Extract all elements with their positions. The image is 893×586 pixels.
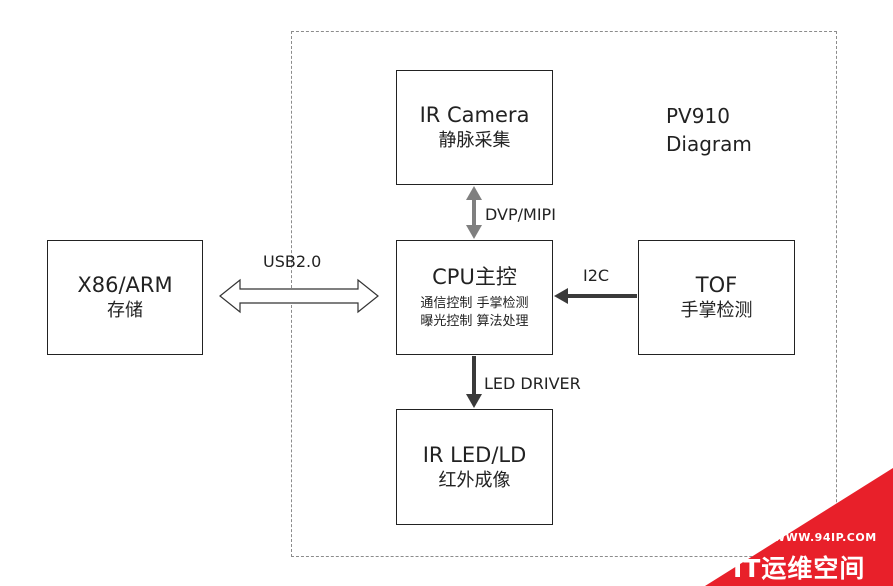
- node-host: X86/ARM 存储: [47, 240, 203, 355]
- node-subtitle: 存储: [107, 300, 143, 321]
- usb-double-arrow: [219, 278, 379, 314]
- node-ir-led: IR LED/LD 红外成像: [396, 409, 553, 525]
- edge-label-dvp-mipi: DVP/MIPI: [485, 205, 556, 224]
- node-title: X86/ARM: [77, 273, 173, 297]
- node-title: IR LED/LD: [422, 442, 527, 467]
- node-subtitle: 手掌检测: [680, 300, 753, 321]
- node-tof: TOF 手掌检测: [638, 240, 795, 355]
- watermark-url: WWW.94IP.COM: [773, 531, 877, 544]
- node-detail: 通信控制 手掌检测: [420, 296, 529, 311]
- node-subtitle: 红外成像: [438, 469, 511, 491]
- edge-label-i2c: I2C: [583, 266, 610, 285]
- node-title: CPU主控: [432, 265, 517, 289]
- edge-label-usb: USB2.0: [263, 252, 322, 271]
- camera-cpu-arrow: [466, 186, 482, 239]
- node-title: IR Camera: [419, 103, 530, 127]
- node-detail: 曝光控制 算法处理: [420, 314, 529, 329]
- cpu-led-arrow: [466, 356, 482, 408]
- watermark-logo: IT运维空间: [733, 554, 866, 583]
- edge-label-led-driver: LED DRIVER: [484, 374, 581, 393]
- tof-cpu-arrow: [554, 288, 637, 304]
- node-cpu: CPU主控 通信控制 手掌检测 曝光控制 算法处理: [396, 240, 553, 355]
- node-ir-camera: IR Camera 静脉采集: [396, 70, 553, 185]
- node-subtitle: 静脉采集: [438, 130, 511, 151]
- node-title: TOF: [695, 273, 738, 297]
- diagram-title: PV910 Diagram: [666, 104, 752, 156]
